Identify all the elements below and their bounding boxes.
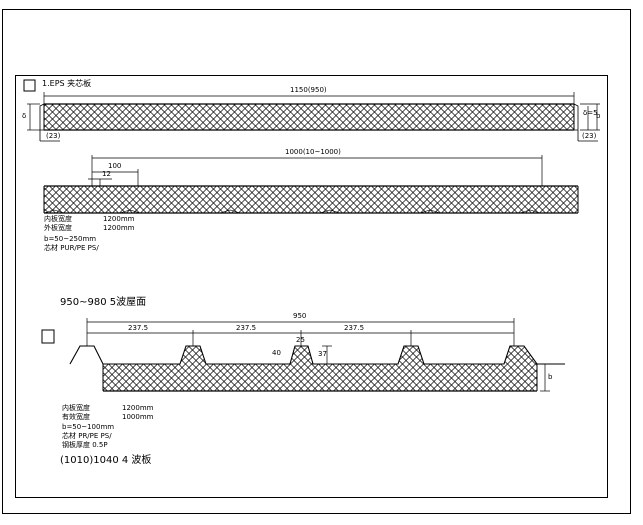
section3-thick-dim: b bbox=[548, 373, 553, 381]
section2-spec-1-label: 内板宽度 bbox=[44, 215, 72, 223]
section3-span-3: 237.5 bbox=[344, 324, 365, 332]
section3-overall-dim: 950 bbox=[293, 312, 307, 320]
section2-spec-2-label: 外板宽度 bbox=[44, 224, 72, 232]
section1-left-tag: (23) bbox=[46, 132, 61, 140]
section3-spec-1-label: 内板宽度 bbox=[62, 404, 90, 412]
section1-checkbox bbox=[23, 79, 36, 92]
outer-border bbox=[2, 9, 631, 514]
section3-span-2: 237.5 bbox=[236, 324, 257, 332]
section2-spec-2-value: 1200mm bbox=[103, 224, 135, 232]
section3-rib-dim-b: 40 bbox=[272, 349, 281, 357]
section2-core-hatch bbox=[44, 186, 578, 213]
section2-spec-1-value: 1200mm bbox=[103, 215, 135, 223]
section2-spec-3: b=50~250mm bbox=[44, 235, 97, 243]
section2-spec-4: 芯材 PUR/PE PS/ bbox=[44, 244, 99, 252]
section3-spec-2-label: 有效宽度 bbox=[62, 413, 90, 421]
section3-footer: (1010)1040 4 波板 bbox=[60, 455, 152, 466]
section1-core-hatch bbox=[43, 103, 575, 131]
section1-right-dim-b: b bbox=[596, 112, 601, 120]
section1-top-panel bbox=[27, 92, 600, 142]
section3-spec-5: 钢板厚度 0.5P bbox=[62, 441, 108, 449]
section1-right-tag: (23) bbox=[582, 132, 597, 140]
section1-overall-dim: 1150(950) bbox=[290, 86, 327, 94]
section3-rib-height: 37 bbox=[318, 350, 327, 358]
section3-heading: 950~980 5波屋面 bbox=[60, 297, 147, 308]
section3-spec-3: b=50~100mm bbox=[62, 423, 115, 431]
inner-frame bbox=[15, 75, 608, 498]
section2-span-dim: 1000(10~1000) bbox=[285, 148, 341, 156]
section2-panel bbox=[43, 155, 579, 214]
section2-dim-12: 12 bbox=[102, 170, 111, 178]
section1-left-dim: δ bbox=[22, 112, 27, 120]
section1-title: 1.EPS 夹芯板 bbox=[42, 79, 92, 88]
section1-right-dim-a: δ=5 bbox=[583, 109, 598, 117]
section3-rib-dim-a: 25 bbox=[296, 336, 305, 344]
section3-spec-4: 芯材 PR/PE PS/ bbox=[62, 432, 112, 440]
section3-span-1: 237.5 bbox=[128, 324, 149, 332]
section3-panel bbox=[69, 318, 565, 392]
section3-spec-1-value: 1200mm bbox=[122, 404, 154, 412]
section3-spec-2-value: 1000mm bbox=[122, 413, 154, 421]
section3-checkbox bbox=[41, 329, 55, 344]
section3-core-hatch bbox=[103, 364, 537, 391]
section2-dim-100: 100 bbox=[108, 162, 122, 170]
